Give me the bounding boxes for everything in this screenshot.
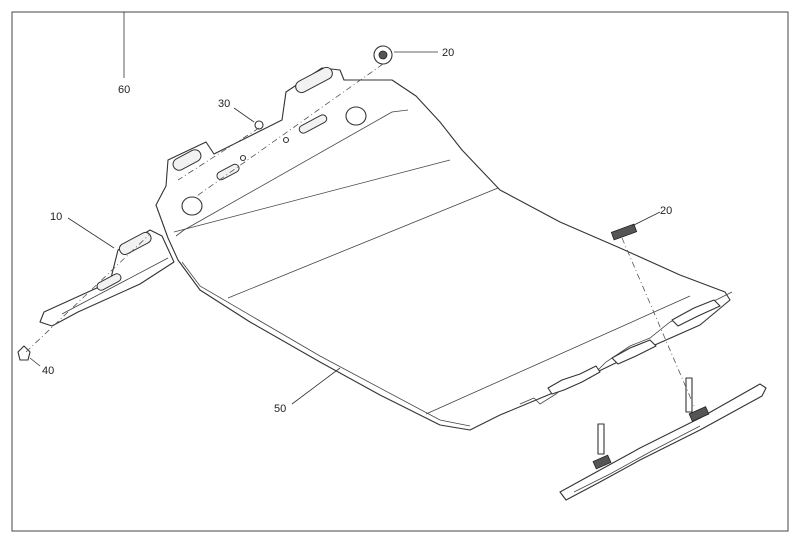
callout-30: 30	[218, 98, 230, 110]
callout-20-top: 20	[442, 47, 454, 59]
bolt-40	[17, 345, 31, 361]
screw-30	[254, 120, 264, 130]
callout-40: 40	[42, 365, 54, 377]
callout-10: 10	[50, 211, 62, 223]
callout-20-right: 20	[660, 205, 672, 217]
drawing-border	[11, 11, 789, 532]
skid-plate	[155, 66, 733, 431]
side-rail	[39, 229, 175, 327]
callout-60: 60	[118, 84, 130, 96]
callout-50: 50	[274, 403, 286, 415]
nut-20-top-center	[378, 50, 388, 60]
